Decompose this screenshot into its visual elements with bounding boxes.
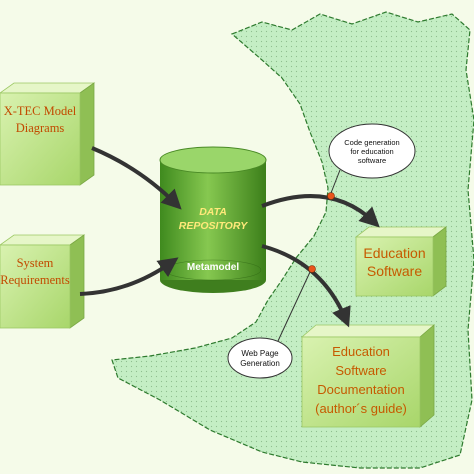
edu-software-label-line2: Software [366, 263, 423, 279]
codegen-connector-dot [327, 192, 335, 200]
repository-label-line1: DATA [199, 206, 227, 218]
arrow-requirements-to-repository [79, 257, 179, 296]
webgen-text-line2: Generation [240, 359, 280, 368]
repository-label: DATA REPOSITORY [160, 205, 266, 233]
codegen-text-line3: software [357, 156, 387, 165]
codegen-text-line1: Code generation [344, 138, 400, 147]
webgen-callout-text: Web Page Generation [228, 349, 292, 369]
xtec-label-line2: Diagrams [15, 121, 65, 135]
arrow-xtec-to-repository [91, 146, 182, 210]
repository-label-line2: REPOSITORY [178, 220, 248, 232]
system-requirements-box [0, 234, 86, 329]
webgen-text-line1: Web Page [241, 349, 279, 358]
codegen-callout [328, 123, 416, 194]
codegen-text-line2: for education [350, 147, 394, 156]
edu-docs-label-line1: Education [332, 344, 390, 359]
webgen-connector-dot [308, 265, 316, 273]
edu-software-box-label: Education Software [356, 244, 433, 280]
codegen-callout-text: Code generation for education software [332, 138, 412, 165]
webgen-callout [227, 271, 311, 379]
edu-software-label-line1: Education [363, 245, 426, 261]
xtec-box-label: X-TEC Model Diagrams [0, 103, 80, 137]
sysreq-label-line2: Requirements [0, 273, 70, 287]
edu-docs-label-line3: Documentation [317, 382, 405, 397]
xtec-label-line1: X-TEC Model [3, 104, 77, 118]
sysreq-box-label: System Requirements [0, 255, 70, 289]
education-software-box [354, 226, 448, 297]
sysreq-label-line1: System [16, 256, 54, 270]
xtec-model-box [0, 82, 96, 186]
edu-docs-label-line4: (author´s guide) [315, 401, 407, 416]
edu-docs-box-label: Education Software Documentation (author… [302, 342, 420, 418]
metamodel-label: Metamodel [186, 262, 240, 273]
education-documentation-box [300, 324, 436, 428]
edu-docs-label-line2: Software [335, 363, 387, 378]
arrow-repository-to-software [261, 194, 380, 228]
